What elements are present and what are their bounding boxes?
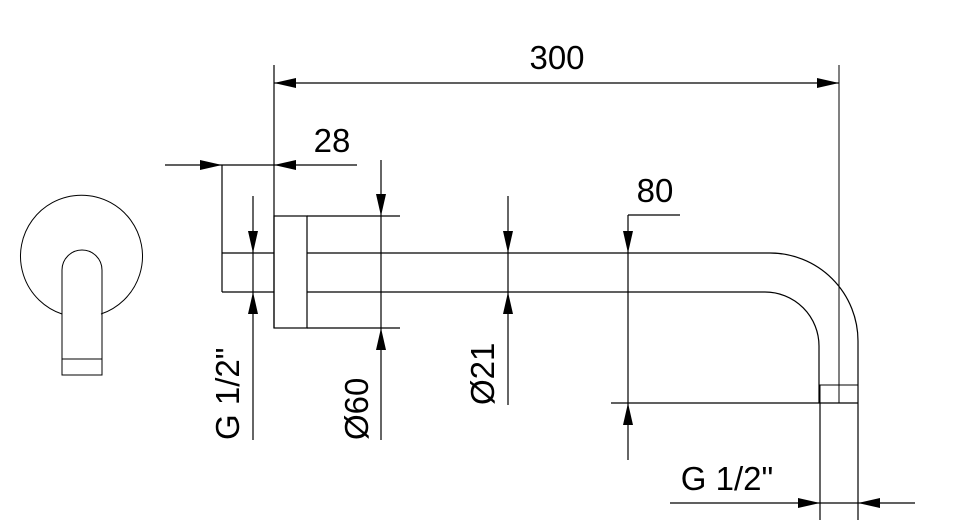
svg-text:80: 80: [637, 172, 674, 209]
dim-pipe-diameter: Ø21: [464, 196, 513, 405]
svg-text:Ø21: Ø21: [464, 343, 501, 405]
dim-28: 28: [165, 122, 357, 170]
front-view: [20, 194, 143, 376]
dim-80: 80: [611, 172, 858, 460]
svg-text:300: 300: [529, 39, 584, 76]
svg-text:G 1/2": G 1/2": [209, 348, 246, 440]
pipe-outer: [307, 252, 859, 403]
side-view: [221, 65, 859, 404]
wall-flange-circle: [20, 194, 143, 315]
dim-flange-diameter: Ø60: [307, 160, 400, 440]
svg-text:G 1/2": G 1/2": [681, 460, 773, 497]
arm-profile: [61, 249, 103, 376]
dim-300: 300: [274, 39, 839, 88]
svg-text:Ø60: Ø60: [338, 378, 375, 440]
svg-text:28: 28: [314, 122, 351, 159]
dim-outlet-thread: G 1/2": [670, 403, 915, 520]
dim-inlet-thread: G 1/2": [209, 196, 258, 440]
pipe-inner: [307, 291, 820, 403]
flange: [273, 215, 308, 329]
